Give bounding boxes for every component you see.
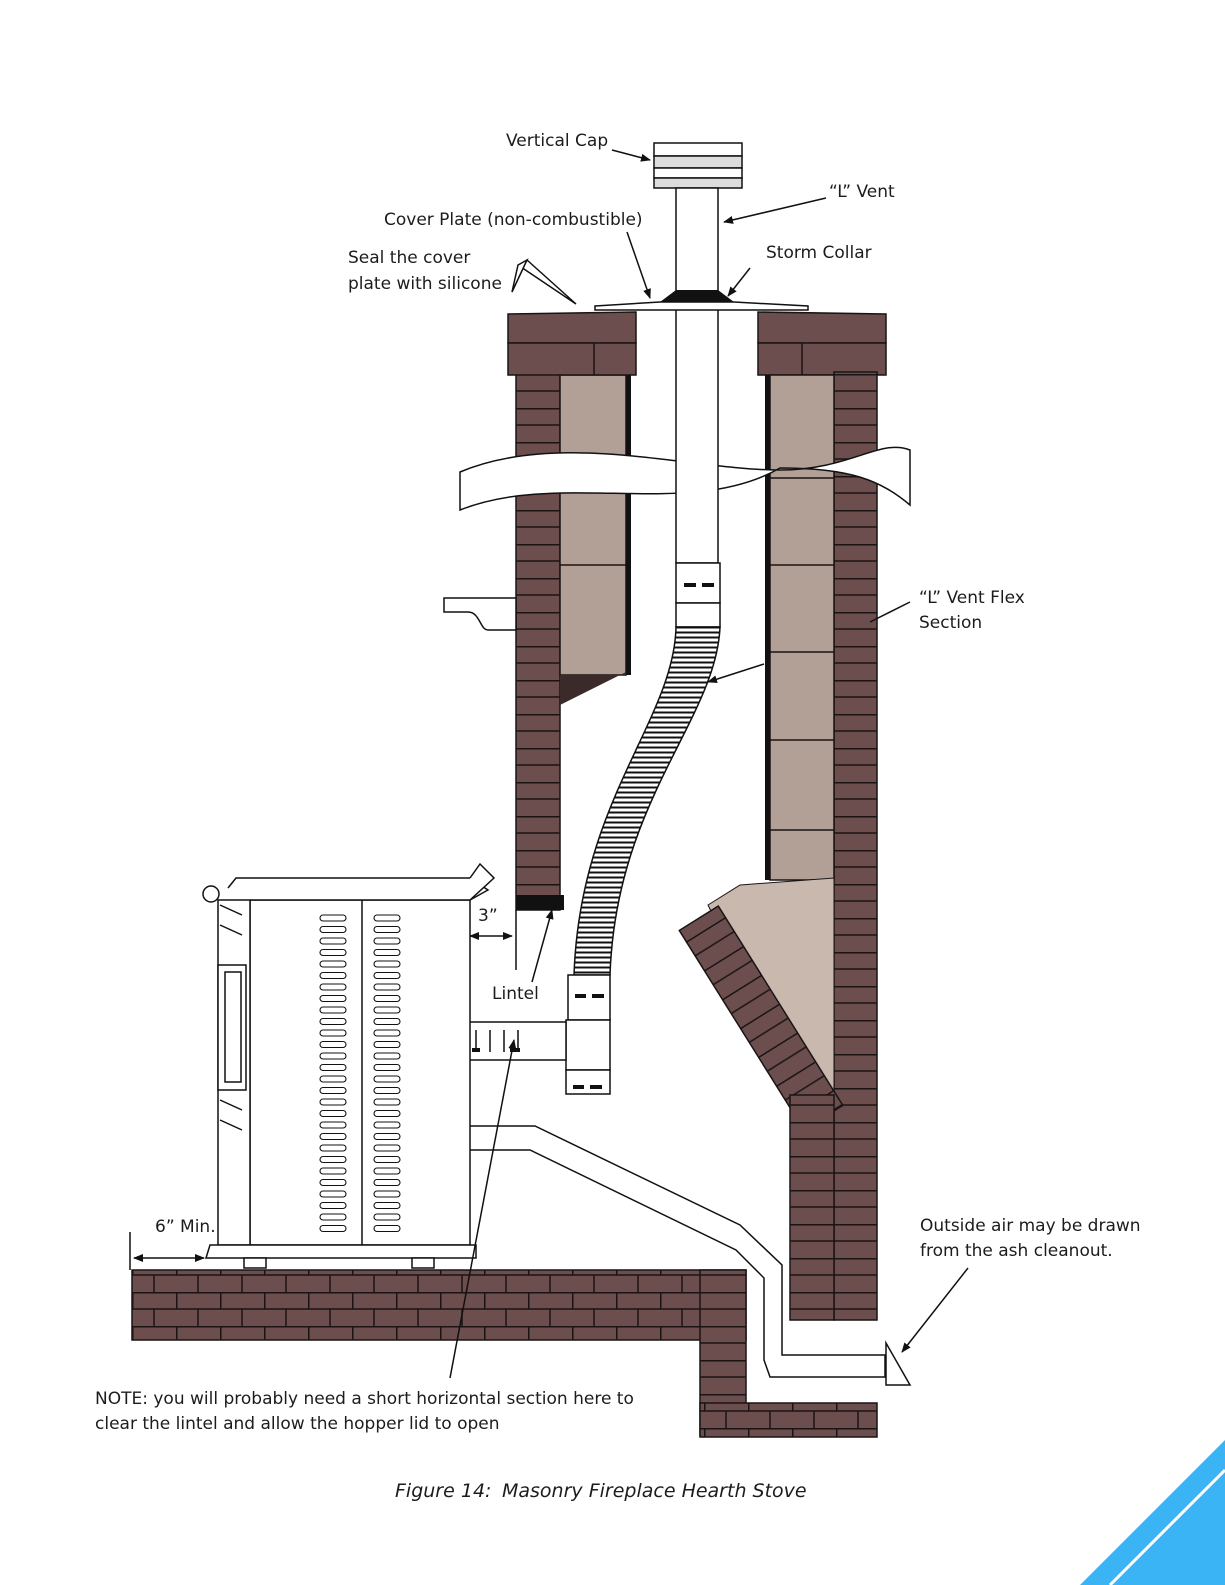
louvre-slot bbox=[319, 1132, 347, 1141]
louvre-slot bbox=[319, 914, 347, 922]
l-vent-pipe bbox=[594, 142, 809, 628]
louvre-slot bbox=[373, 937, 401, 945]
louvre-slot bbox=[373, 1075, 401, 1083]
louvre-slot bbox=[373, 1098, 401, 1106]
cleanout-cap bbox=[885, 1340, 912, 1386]
label-flex-line2: Section bbox=[919, 613, 982, 633]
label-outside-line1: Outside air may be drawn bbox=[920, 1216, 1141, 1236]
louvre-slot bbox=[373, 1017, 401, 1026]
label-note-line2: clear the lintel and allow the hopper li… bbox=[95, 1414, 500, 1434]
label-6-min: 6” Min. bbox=[155, 1217, 216, 1237]
louvre-slot bbox=[373, 1086, 401, 1095]
louvre-slot bbox=[319, 1075, 347, 1083]
louvre-slot bbox=[319, 1063, 347, 1072]
louvre-slot bbox=[319, 1190, 347, 1198]
louvre-slot bbox=[373, 1201, 401, 1210]
label-storm-collar: Storm Collar bbox=[766, 243, 872, 263]
louvre-slot bbox=[319, 994, 347, 1003]
louvre-slot bbox=[373, 1040, 401, 1049]
label-flex-line1: “L” Vent Flex bbox=[919, 588, 1025, 608]
label-seal-line1: Seal the cover bbox=[348, 248, 470, 268]
louvre-slot bbox=[319, 1017, 347, 1026]
louvre-slot bbox=[373, 1109, 401, 1118]
louvre-slot bbox=[373, 1167, 401, 1175]
louvre-slot bbox=[319, 1224, 347, 1233]
louvre-slot bbox=[373, 1052, 401, 1060]
dimension-markers bbox=[129, 910, 517, 1270]
louvre-slot bbox=[373, 971, 401, 980]
louvre-slot bbox=[319, 1006, 347, 1014]
lintel bbox=[516, 895, 564, 910]
louvre-slot bbox=[319, 1086, 347, 1095]
figure-caption: Figure 14: Masonry Fireplace Hearth Stov… bbox=[395, 1480, 807, 1502]
louvre-slot bbox=[319, 948, 347, 957]
louvre-slot bbox=[319, 983, 347, 991]
caption-figure-number: Figure 14: bbox=[395, 1480, 491, 1502]
label-outside-line2: from the ash cleanout. bbox=[920, 1241, 1113, 1261]
louvre-slot bbox=[319, 937, 347, 945]
louvre-slot bbox=[319, 1040, 347, 1049]
louvre-slot bbox=[319, 960, 347, 968]
louvre-slot bbox=[373, 1063, 401, 1072]
label-note-line1: NOTE: you will probably need a short hor… bbox=[95, 1389, 634, 1409]
label-l-vent: “L” Vent bbox=[829, 182, 895, 202]
louvre-slot bbox=[319, 1213, 347, 1221]
louvre-slot bbox=[373, 1178, 401, 1187]
label-vertical-cap: Vertical Cap bbox=[506, 131, 608, 151]
louvre-slot bbox=[319, 1201, 347, 1210]
louvre-slot bbox=[373, 960, 401, 968]
louvre-slot bbox=[373, 1121, 401, 1129]
louvre-slot bbox=[319, 925, 347, 934]
caption-title: Masonry Fireplace Hearth Stove bbox=[502, 1480, 807, 1502]
louvre-slot bbox=[373, 914, 401, 922]
louvre-slot bbox=[373, 1155, 401, 1164]
louvre-slot bbox=[373, 1190, 401, 1198]
louvre-slot bbox=[373, 1144, 401, 1152]
stove-louvres bbox=[319, 914, 401, 1233]
label-seal-line2: plate with silicone bbox=[348, 274, 502, 294]
louvre-slot bbox=[373, 983, 401, 991]
label-lintel: Lintel bbox=[492, 984, 539, 1004]
leader-lines bbox=[449, 149, 969, 1379]
hearth-stove bbox=[202, 862, 496, 1269]
louvre-slot bbox=[319, 1052, 347, 1060]
louvre-slot bbox=[373, 1029, 401, 1037]
louvre-slot bbox=[319, 1121, 347, 1129]
hearth-brick-floor bbox=[131, 1269, 878, 1438]
louvre-slot bbox=[373, 1132, 401, 1141]
right-chimney-wall bbox=[678, 311, 887, 1321]
louvre-slot bbox=[373, 994, 401, 1003]
outside-air-duct bbox=[449, 1125, 886, 1378]
louvre-slot bbox=[319, 1098, 347, 1106]
louvre-slot bbox=[319, 1155, 347, 1164]
louvre-slot bbox=[319, 971, 347, 980]
louvre-slot bbox=[373, 1006, 401, 1014]
louvre-slot bbox=[319, 1109, 347, 1118]
label-cover-plate: Cover Plate (non-combustible) bbox=[384, 210, 643, 230]
label-clearance-3: 3” bbox=[478, 906, 498, 926]
corner-accent bbox=[1080, 1440, 1225, 1585]
louvre-slot bbox=[319, 1144, 347, 1152]
louvre-slot bbox=[373, 1213, 401, 1221]
louvre-slot bbox=[373, 1224, 401, 1233]
diagram-labels: Vertical Cap “L” Vent Cover Plate (non-c… bbox=[95, 131, 1141, 1434]
louvre-slot bbox=[319, 1029, 347, 1037]
louvre-slot bbox=[319, 1178, 347, 1187]
louvre-slot bbox=[373, 948, 401, 957]
louvre-slot bbox=[373, 925, 401, 934]
louvre-slot bbox=[319, 1167, 347, 1175]
